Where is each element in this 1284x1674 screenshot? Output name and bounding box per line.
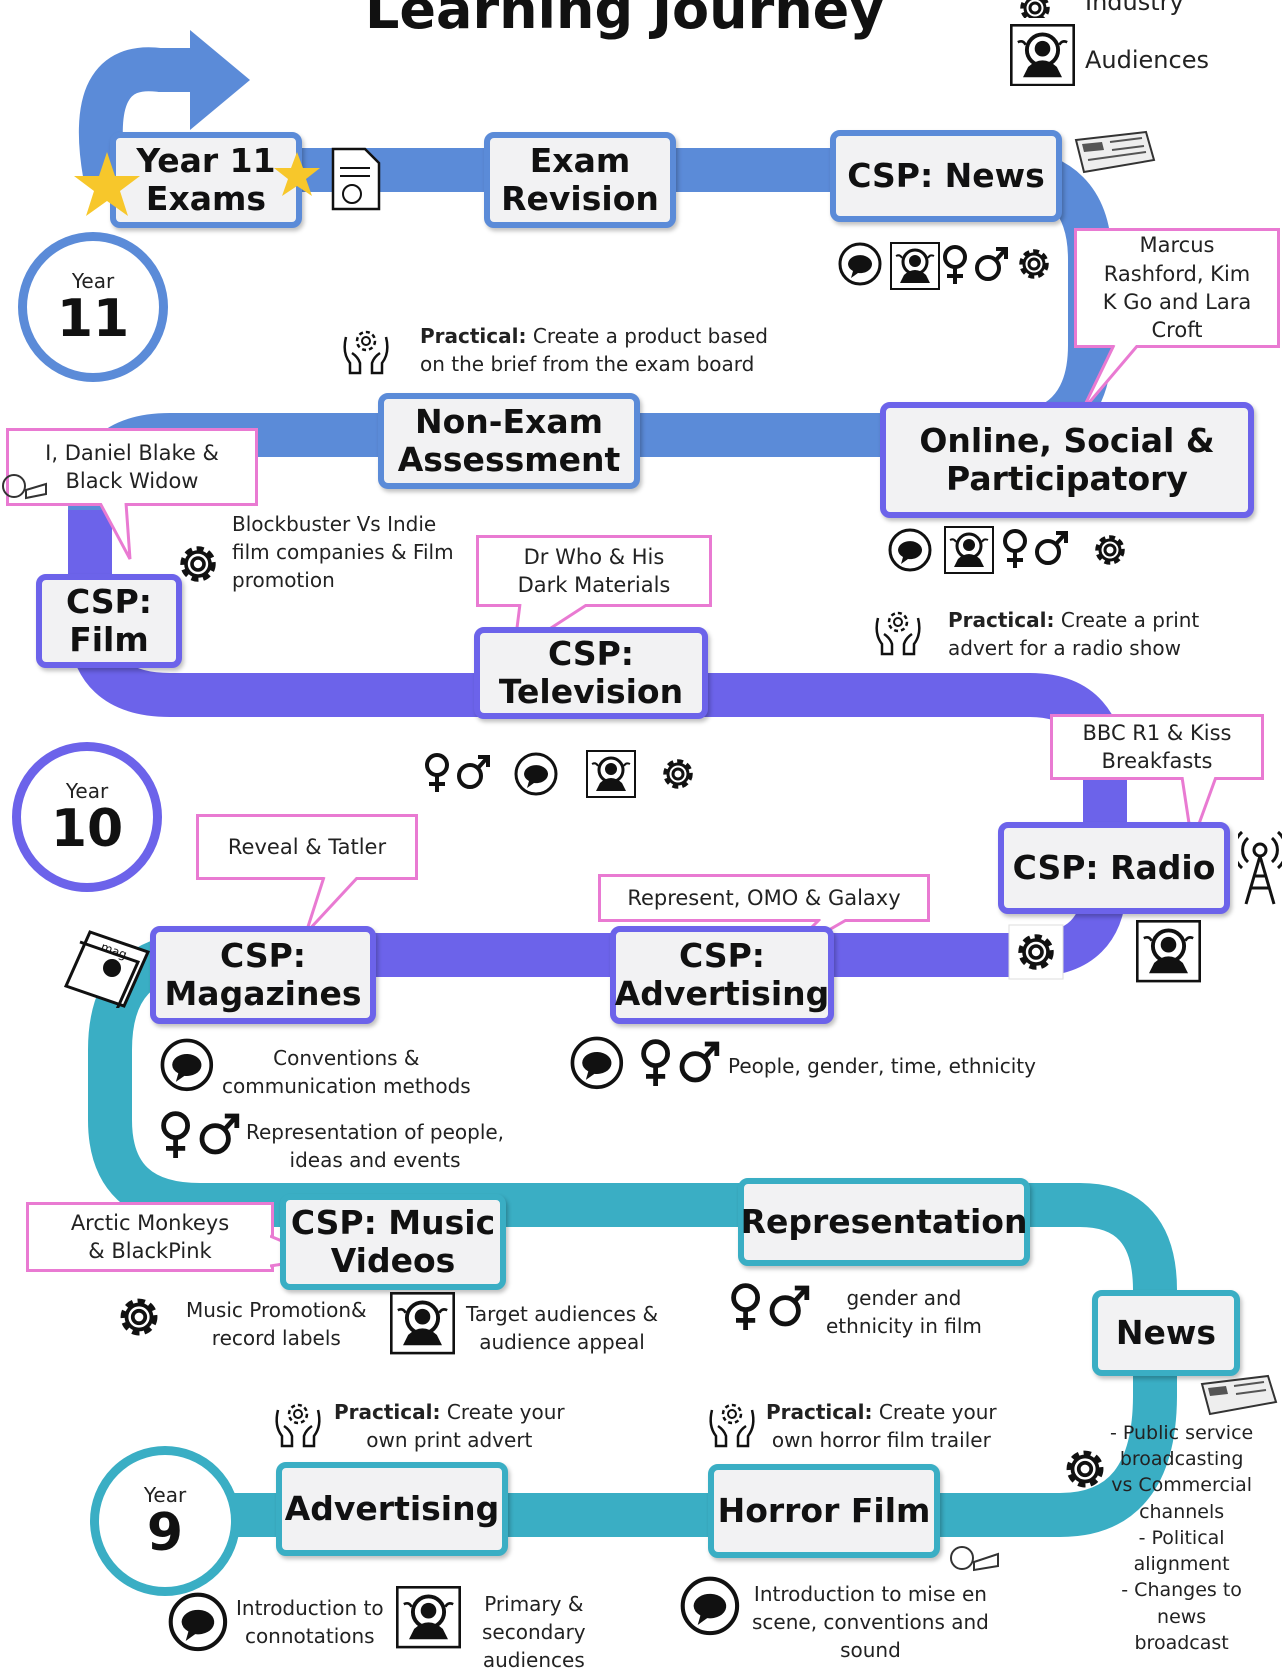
nea-practical-note: Practical: Create a product based on the… — [420, 324, 768, 376]
mise-en-scene-note: Introduction to mise en scene, conventio… — [752, 1582, 989, 1662]
bubble-reveal-tatler: Reveal & Tatler — [196, 814, 418, 880]
speech-icon — [570, 1036, 624, 1090]
hands-gear-icon — [275, 1403, 321, 1448]
primary-secondary-note: Primary & secondary audiences — [482, 1592, 586, 1672]
hands-gear-icon — [343, 330, 389, 375]
bubble-marcus: Marcus Rashford, Kim K Go and Lara Croft — [1074, 228, 1280, 348]
audience-icon — [1136, 920, 1202, 984]
step-news: News — [1092, 1290, 1240, 1376]
year-number: 9 — [146, 1503, 184, 1563]
step-csp-film: CSP: Film — [36, 574, 182, 668]
bubble-tail — [98, 503, 132, 560]
blockbuster-note: Blockbuster Vs Indie film companies & Fi… — [232, 512, 454, 592]
bubble-arctic-monkeys: Arctic Monkeys & BlackPink — [26, 1202, 274, 1272]
newspaper-icon — [1200, 1374, 1278, 1416]
radio-practical-note: Practical: Create a print advert for a r… — [948, 608, 1200, 660]
magazine-icon: mag — [63, 930, 151, 1008]
audience-icon — [890, 242, 940, 290]
year-10-badge: Year 10 — [12, 742, 162, 892]
step-csp-radio: CSP: Radio — [998, 822, 1230, 914]
star-icon — [274, 152, 320, 196]
gear-icon — [1060, 1444, 1112, 1496]
gear-icon — [174, 540, 224, 590]
people-gender-note: People, gender, time, ethnicity — [728, 1054, 1036, 1078]
step-csp-advertising: CSP: Advertising — [610, 926, 834, 1024]
horror-practical-note: Practical: Create your own horror film t… — [766, 1400, 997, 1452]
gear-icon — [663, 759, 693, 789]
step-csp-magazines: CSP: Magazines — [150, 926, 376, 1024]
speech-icon — [160, 1038, 214, 1092]
print-advert-practical-note: Practical: Create your own print advert — [334, 1400, 565, 1452]
arrow-icon — [190, 30, 250, 130]
audience-icon — [1010, 24, 1076, 86]
gender-icon — [160, 1110, 240, 1162]
legend-industry: Industry — [1085, 0, 1184, 16]
speech-icon — [888, 528, 932, 572]
audience-icon — [396, 1586, 462, 1650]
newspaper-icon — [1074, 130, 1156, 174]
hands-gear-icon — [709, 1403, 755, 1448]
legend-audiences: Audiences — [1085, 46, 1209, 74]
target-audiences-note: Target audiences & audience appeal — [466, 1302, 659, 1354]
step-advertising: Advertising — [276, 1462, 508, 1556]
year-number: 11 — [56, 289, 130, 349]
speech-icon — [680, 1576, 740, 1636]
gender-icon — [425, 753, 490, 794]
page-title: Learning Journey — [365, 0, 885, 41]
year-number: 10 — [50, 799, 124, 859]
step-csp-music-videos: CSP: Music Videos — [280, 1194, 506, 1290]
connotations-note: Introduction to connotations — [236, 1596, 384, 1648]
audience-icon — [586, 750, 636, 798]
gear-icon — [1008, 924, 1064, 980]
step-horror-film: Horror Film — [708, 1464, 940, 1558]
radio-tower-icon — [1238, 830, 1282, 905]
public-service-note: - Public service broadcasting vs Commerc… — [1110, 1422, 1254, 1654]
exam-paper-icon — [331, 147, 381, 211]
step-representation: Representation — [738, 1178, 1030, 1266]
representation-people-note: Representation of people, ideas and even… — [246, 1120, 505, 1172]
step-non-exam-assessment: Non-Exam Assessment — [378, 393, 640, 489]
bubble-represent-omo: Represent, OMO & Galaxy — [598, 874, 930, 922]
step-exam-revision: Exam Revision — [484, 132, 676, 228]
gear-icon — [1020, 0, 1050, 18]
year-label: Year — [71, 269, 115, 293]
gear-icon — [114, 1292, 166, 1344]
speech-icon — [168, 1592, 228, 1652]
speech-icon — [514, 752, 558, 796]
gender-icon — [730, 1282, 810, 1334]
gender-icon — [1003, 529, 1068, 570]
gender-icon — [943, 245, 1008, 286]
step-online-social: Online, Social & Participatory — [880, 402, 1254, 518]
bubble-dr-who: Dr Who & His Dark Materials — [476, 535, 712, 607]
conventions-note: Conventions & communication methods — [222, 1046, 471, 1098]
gear-icon — [1095, 535, 1125, 565]
gear-icon — [1019, 249, 1049, 279]
step-csp-news: CSP: News — [830, 130, 1062, 222]
year-label: Year — [143, 1483, 187, 1507]
gender-icon — [640, 1038, 720, 1090]
film-reel-icon — [2, 474, 47, 500]
year-9-badge: Year 9 — [90, 1446, 240, 1596]
star-icon — [74, 152, 140, 216]
audience-icon — [390, 1292, 456, 1356]
music-promotion-note: Music Promotion& record labels — [186, 1298, 367, 1350]
speech-icon — [838, 242, 882, 286]
bubble-bbc-r1: BBC R1 & Kiss Breakfasts — [1050, 714, 1264, 780]
gender-ethnicity-note: gender and ethnicity in film — [826, 1286, 982, 1338]
bubble-daniel-blake: I, Daniel Blake & Black Widow — [6, 428, 258, 506]
hands-gear-icon — [875, 611, 921, 656]
audience-icon — [944, 526, 994, 574]
step-csp-television: CSP: Television — [474, 627, 708, 719]
film-reel-icon — [950, 1546, 999, 1572]
year-11-badge: Year 11 — [18, 232, 168, 382]
year-label: Year — [65, 779, 109, 803]
